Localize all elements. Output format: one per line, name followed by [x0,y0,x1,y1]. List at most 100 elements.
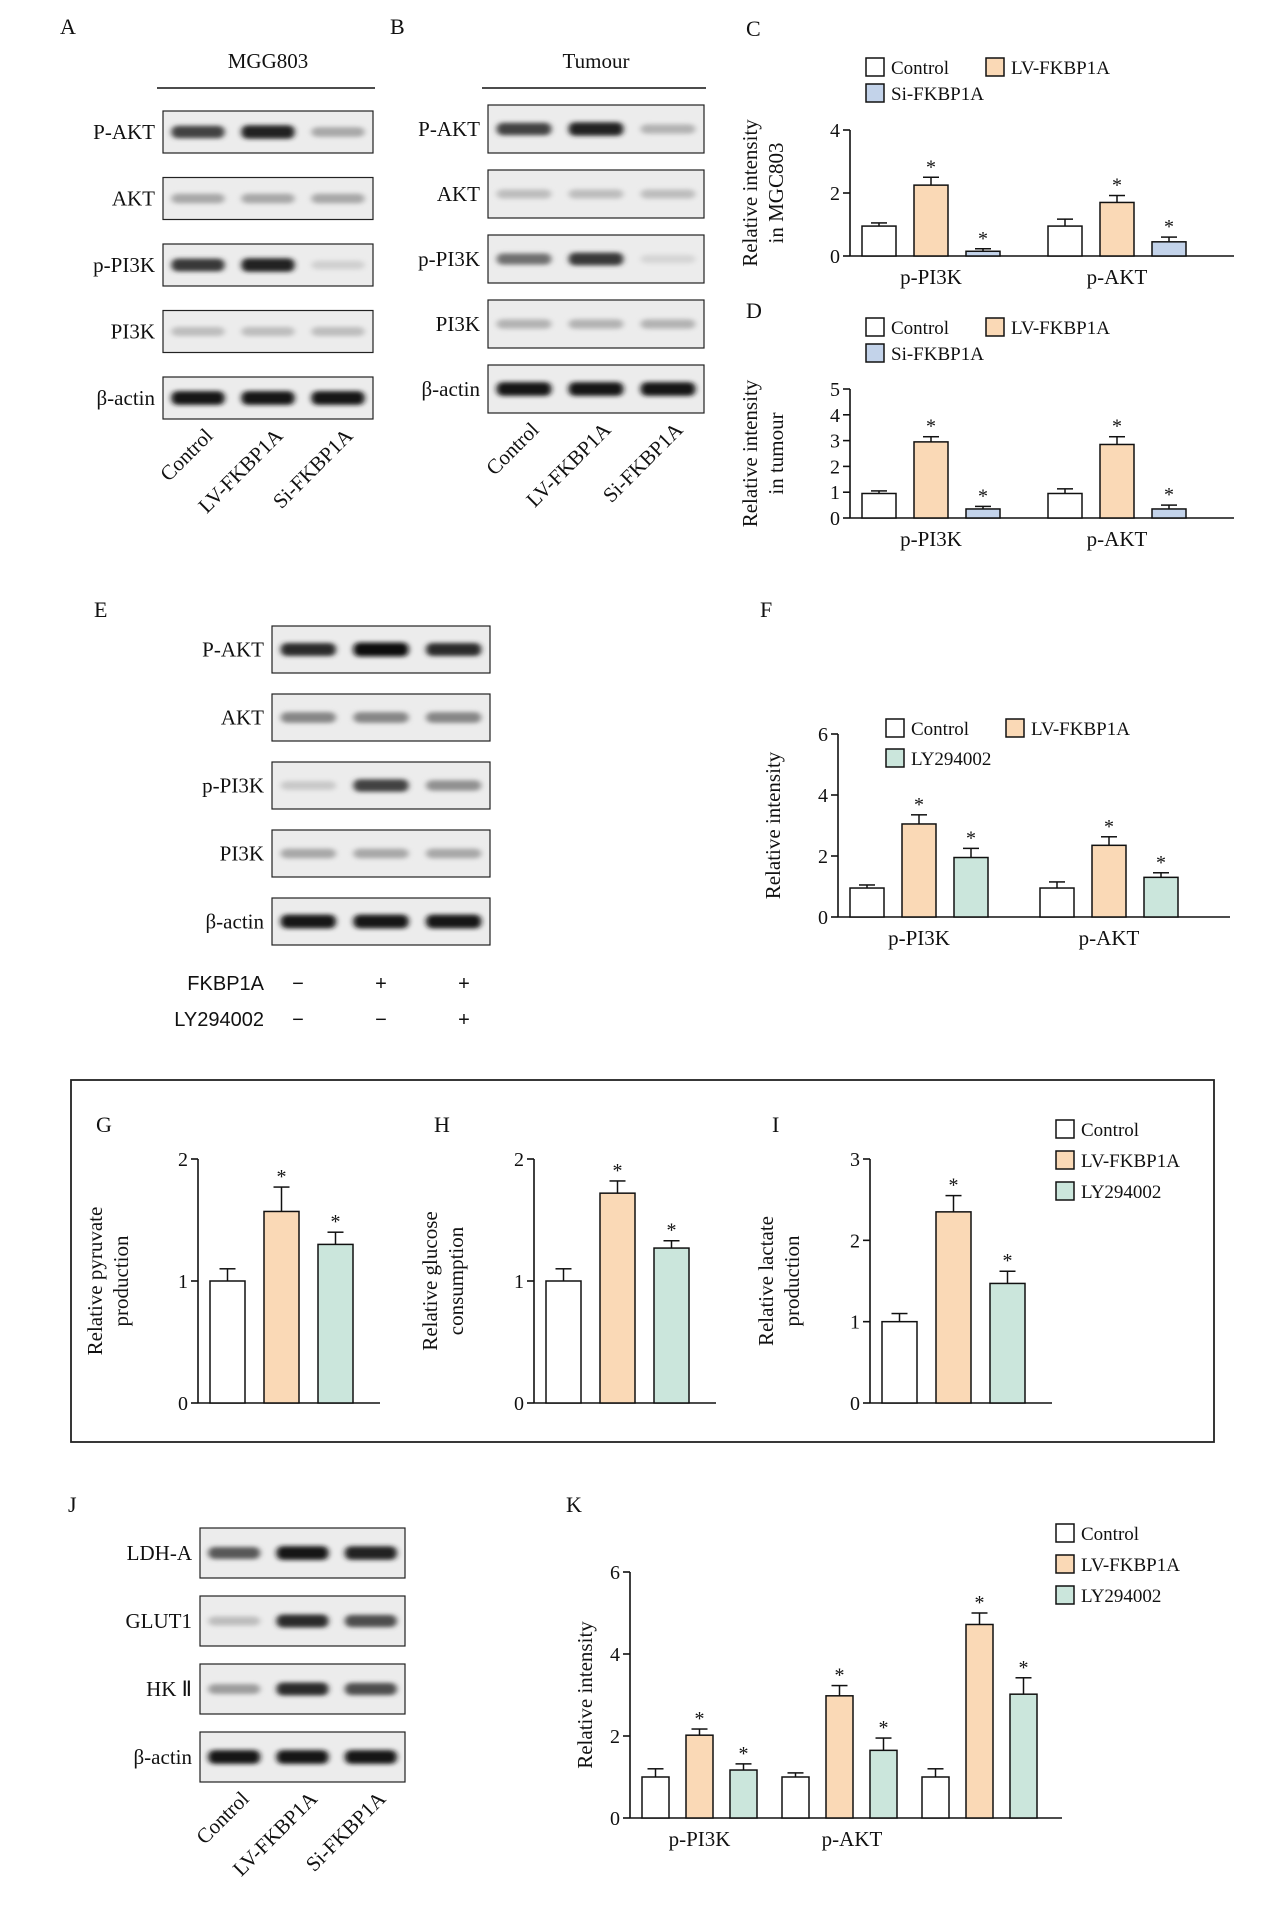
bar [1091,844,1127,918]
panel-letter: D [746,298,762,323]
blot-band [568,382,624,396]
blot-band [241,258,295,272]
bar [861,492,897,519]
bar [263,1210,300,1404]
bar [965,250,1001,257]
y-tick-label: 0 [514,1393,524,1415]
y-axis-label: Relative glucose [418,1211,442,1350]
blot-band [241,193,295,204]
significance-star: * [1164,484,1174,506]
legend-label: Control [1081,1524,1139,1545]
legend-label: LY294002 [1081,1586,1161,1607]
bar [901,823,937,918]
legend-label: Control [891,58,949,79]
row-label: PI3K [220,842,264,866]
row-label: β-actin [97,386,156,410]
legend-swatch [1055,1585,1075,1605]
y-axis-label: consumption [444,1226,468,1335]
panel-letter: B [390,14,405,39]
significance-star: * [879,1717,889,1739]
blot-band [640,382,696,396]
row-label: AKT [221,706,264,730]
significance-star: * [695,1708,705,1730]
significance-star: * [978,228,988,250]
treatment-sign: + [458,1009,470,1031]
y-axis-label: Relative intensity [573,1621,597,1769]
blot-band [344,1546,397,1560]
y-tick-label: 1 [514,1271,524,1293]
blot-band [311,326,365,337]
blot-band [496,189,552,199]
bar [1099,201,1135,257]
y-tick-label: 0 [850,1393,860,1415]
blot-panel-A: AMGG803P-AKTAKTp-PI3KPI3Kβ-actinControlL… [60,14,375,518]
lane-label: Control [481,417,543,479]
y-tick-label: 6 [610,1562,620,1584]
y-tick-label: 0 [610,1808,620,1830]
bar [685,1734,714,1819]
blot-band [426,712,482,723]
bar [869,1749,898,1819]
bar [1151,241,1187,257]
blot-band [311,127,365,137]
bar [653,1247,690,1404]
panel-letter: K [566,1492,582,1517]
y-tick-label: 3 [830,431,840,453]
blot-band [640,124,696,134]
bar [881,1320,918,1404]
blot-band [426,848,482,859]
blot-band [311,391,365,405]
y-tick-label: 0 [830,508,840,530]
bar [1047,225,1083,257]
y-tick-label: 5 [830,379,840,401]
legend-label: Control [911,719,969,740]
blot-band [241,391,295,405]
y-axis-label: production [109,1235,133,1326]
y-axis-label: Relative intensity [738,379,762,527]
blot-band [353,779,409,792]
bar [317,1243,354,1404]
bar [1009,1693,1038,1819]
y-tick-label: 1 [178,1271,188,1293]
legend-swatch [1055,1150,1075,1170]
blot-band [568,189,624,199]
y-tick-label: 4 [818,785,828,807]
y-axis-label: Relative pyruvate [83,1207,107,1356]
bar [729,1769,758,1819]
panel-letter: A [60,14,76,39]
blot-band [171,391,225,405]
row-label: β-actin [134,1745,193,1769]
bar [965,508,1001,519]
blot-band [241,326,295,337]
y-axis-label: production [780,1235,804,1326]
x-tick-label: p-AKT [1087,265,1148,289]
bar [599,1192,636,1404]
significance-star: * [835,1665,845,1687]
blot-band [344,1682,397,1696]
significance-star: * [667,1220,677,1242]
bar [935,1211,972,1404]
y-tick-label: 2 [830,183,840,205]
blot-band [280,781,336,790]
row-label: P-AKT [418,117,480,141]
blot-band [353,642,409,657]
row-label: AKT [437,182,480,206]
legend-label: LV-FKBP1A [1031,719,1130,740]
legend-label: Control [1081,1120,1139,1141]
legend-swatch [1055,1119,1075,1139]
blot-band [311,193,365,204]
blot-band [353,848,409,859]
blot-band [344,1614,397,1628]
row-label: β-actin [422,377,481,401]
significance-star: * [966,827,976,849]
blot-band [426,914,482,929]
row-label: P-AKT [93,120,155,144]
y-tick-label: 4 [610,1644,620,1666]
x-tick-label: p-PI3K [888,926,950,950]
bar [921,1776,950,1819]
